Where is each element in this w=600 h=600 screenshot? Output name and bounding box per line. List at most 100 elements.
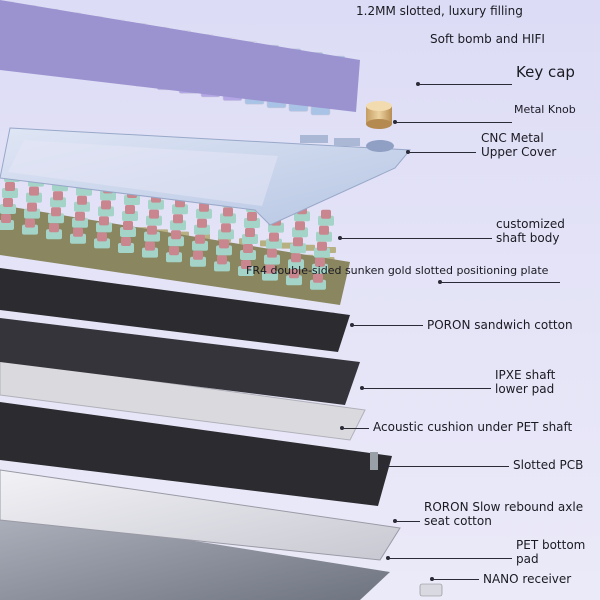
label-poron-slow-line-2: seat cotton bbox=[424, 514, 492, 528]
switch-stem bbox=[145, 241, 155, 251]
switch-stem bbox=[317, 241, 327, 251]
switch-stem bbox=[77, 195, 87, 205]
switch-stem bbox=[289, 269, 299, 279]
leader-dot-poron-slow bbox=[393, 519, 397, 523]
switch-stem bbox=[49, 223, 59, 233]
leader-line-nano-receiver bbox=[432, 579, 479, 580]
label-poron-sandwich-line-1: PORON sandwich cotton bbox=[427, 318, 573, 332]
switch-stem bbox=[195, 234, 205, 244]
switch-stem bbox=[267, 248, 277, 258]
switch-stem bbox=[169, 246, 179, 256]
label-poron-sandwich: PORON sandwich cotton bbox=[427, 318, 573, 332]
label-cnc-cover-line-2: Upper Cover bbox=[481, 145, 557, 159]
label-ixpe-pad-line-2: lower pad bbox=[495, 382, 555, 396]
label-nano-receiver: NANO receiver bbox=[483, 572, 571, 586]
label-nano-receiver-line-1: NANO receiver bbox=[483, 572, 572, 586]
leader-dot-key-cap bbox=[416, 82, 420, 86]
switch-stem bbox=[121, 237, 131, 246]
switch-stem bbox=[269, 232, 279, 242]
label-pet-bottom-line-2: pad bbox=[516, 552, 539, 566]
switch-stem bbox=[123, 221, 133, 230]
leader-line-ixpe-pad bbox=[362, 388, 491, 389]
label-metal-knob-line-1: Metal Knob bbox=[514, 103, 576, 116]
acoustic-sheet bbox=[0, 359, 366, 441]
top-caption-line-2: Soft bomb and HIFI bbox=[430, 32, 545, 46]
switch-stem bbox=[315, 257, 325, 267]
upper-cover-opening bbox=[8, 140, 278, 206]
leader-dot-metal-knob bbox=[393, 120, 397, 124]
switch-stem bbox=[5, 182, 15, 191]
switch-stem bbox=[241, 260, 251, 269]
switch-stem bbox=[217, 255, 227, 265]
leader-dot-slotted-pcb bbox=[382, 464, 386, 468]
leader-line-acoustic-cushion bbox=[342, 428, 369, 429]
label-shaft-body-line-1: customized bbox=[496, 217, 565, 231]
label-key-cap: Key cap bbox=[516, 64, 575, 81]
switch-stem bbox=[27, 202, 37, 212]
leader-dot-ixpe-pad bbox=[360, 386, 364, 390]
metal-knob bbox=[366, 106, 392, 124]
switch-stem bbox=[171, 230, 181, 240]
switch-stem bbox=[321, 209, 331, 219]
switch-stem bbox=[243, 244, 253, 253]
switch-stem bbox=[199, 202, 209, 212]
switch-stem bbox=[149, 209, 159, 219]
switch-stem bbox=[295, 221, 305, 231]
metal-knob-bottom bbox=[366, 119, 392, 129]
cover-cutout bbox=[334, 138, 360, 146]
leader-dot-nano-receiver bbox=[430, 577, 434, 581]
switch-stem bbox=[97, 232, 107, 242]
label-pet-bottom-line-1: PET bottom bbox=[516, 538, 586, 552]
switch-stem bbox=[53, 191, 63, 201]
switch-stem bbox=[173, 214, 183, 224]
switch-stem bbox=[265, 264, 275, 274]
poron-sandwich-shape bbox=[0, 268, 350, 352]
switch-stem bbox=[73, 227, 83, 237]
switch-stem bbox=[223, 207, 233, 217]
leader-dot-pet-bottom bbox=[386, 556, 390, 560]
leader-dot-fr4-plate bbox=[438, 280, 442, 284]
ixpe-pad-shape bbox=[0, 318, 360, 405]
keycap-base bbox=[0, 0, 360, 112]
leader-line-key-cap bbox=[418, 84, 512, 85]
switch-stem bbox=[319, 225, 329, 235]
switch-stem bbox=[25, 218, 35, 228]
switch-stem bbox=[125, 205, 135, 214]
leader-dot-shaft-body bbox=[338, 236, 342, 240]
leader-line-fr4-plate bbox=[440, 282, 560, 283]
switch-stem bbox=[313, 273, 323, 283]
leader-line-cnc-cover bbox=[408, 152, 476, 153]
label-acoustic-cushion-line-1: Acoustic cushion under PET shaft bbox=[373, 420, 573, 434]
pet-bottom-pad bbox=[0, 469, 401, 561]
leader-line-poron-sandwich bbox=[352, 325, 423, 326]
switch-stem bbox=[29, 186, 39, 196]
switch-stem bbox=[293, 237, 303, 247]
label-metal-knob: Metal Knob bbox=[514, 103, 576, 116]
switch-stem bbox=[99, 216, 109, 226]
leader-line-shaft-body bbox=[340, 238, 492, 239]
label-poron-slow-line-1: RORON Slow rebound axle bbox=[424, 500, 584, 514]
cover-knob-hole bbox=[366, 140, 394, 152]
label-cnc-cover-line-1: CNC Metal bbox=[481, 131, 544, 145]
pcb-stabilizer bbox=[370, 452, 378, 470]
label-key-cap-line-1: Key cap bbox=[516, 63, 575, 81]
switch-stem bbox=[147, 225, 157, 235]
leader-dot-cnc-cover bbox=[406, 150, 410, 154]
poron-slow-foam-shape bbox=[0, 402, 392, 506]
switch-stem bbox=[197, 218, 207, 228]
leader-dot-acoustic-cushion bbox=[340, 426, 344, 430]
switch-stem bbox=[1, 214, 11, 223]
switch-stem bbox=[291, 253, 301, 263]
label-fr4-plate-line-1: FR4 double-sided sunken gold slotted pos… bbox=[246, 264, 549, 277]
bottom-case bbox=[0, 510, 390, 600]
cover-cutout bbox=[300, 135, 328, 143]
leader-line-pet-bottom bbox=[388, 558, 512, 559]
leader-line-metal-knob bbox=[395, 122, 512, 123]
label-shaft-body-line-2: shaft body bbox=[496, 231, 560, 245]
switch-stem bbox=[3, 198, 13, 207]
